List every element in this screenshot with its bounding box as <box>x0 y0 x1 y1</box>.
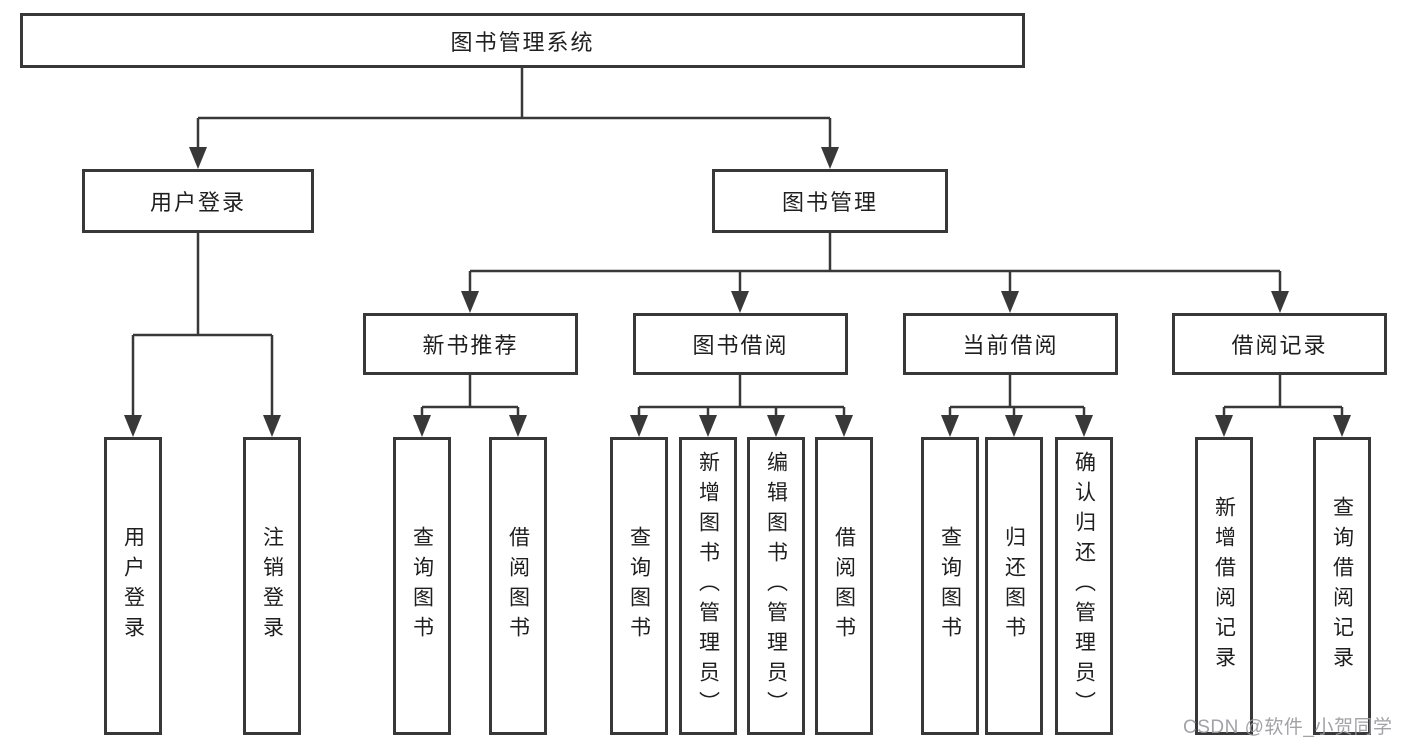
node-book-borrow-label: 图书借阅 <box>692 333 789 358</box>
leaf-bb-borrow-books: 借阅图书 <box>815 437 873 735</box>
leaf-br-query-record-label: 查询借阅记录 <box>1330 496 1354 676</box>
node-new-book-rec-label: 新书推荐 <box>422 333 519 358</box>
leaf-bb-edit-books: 编辑图书（管理员） <box>747 437 805 735</box>
leaf-logout-label: 注销登录 <box>260 526 284 646</box>
leaf-bb-query-books: 查询图书 <box>610 437 668 735</box>
csdn-watermark: CSDN @软件_小贺同学 <box>1183 717 1393 738</box>
node-current-borrow: 当前借阅 <box>903 313 1118 375</box>
leaf-br-query-record: 查询借阅记录 <box>1313 437 1371 735</box>
node-root: 图书管理系统 <box>20 13 1025 68</box>
leaf-user-login: 用户登录 <box>104 437 162 735</box>
leaf-cb-query-books: 查询图书 <box>921 437 979 735</box>
node-borrow-records-label: 借阅记录 <box>1231 333 1328 358</box>
leaf-nbr-query-books-label: 查询图书 <box>410 526 434 646</box>
node-root-label: 图书管理系统 <box>450 29 595 55</box>
node-current-borrow-label: 当前借阅 <box>962 333 1059 358</box>
node-book-mgmt: 图书管理 <box>712 169 948 233</box>
node-user-login-label: 用户登录 <box>149 190 246 215</box>
arrowheads <box>124 147 1351 437</box>
leaf-cb-return-books: 归还图书 <box>985 437 1043 735</box>
leaf-logout: 注销登录 <box>243 437 301 735</box>
node-borrow-records: 借阅记录 <box>1172 313 1387 375</box>
leaf-br-add-record: 新增借阅记录 <box>1195 437 1253 735</box>
node-book-mgmt-label: 图书管理 <box>781 190 878 215</box>
leaf-bb-query-books-label: 查询图书 <box>627 526 651 646</box>
node-book-borrow: 图书借阅 <box>633 313 848 375</box>
leaf-user-login-label: 用户登录 <box>121 526 145 646</box>
leaf-cb-query-books-label: 查询图书 <box>938 526 962 646</box>
leaf-bb-add-books: 新增图书（管理员） <box>679 437 737 735</box>
leaf-nbr-query-books: 查询图书 <box>393 437 451 735</box>
leaf-bb-edit-books-label: 编辑图书（管理员） <box>764 451 788 721</box>
leaf-cb-confirm-return: 确认归还（管理员） <box>1055 437 1113 735</box>
leaf-bb-add-books-label: 新增图书（管理员） <box>696 451 720 721</box>
leaf-cb-return-books-label: 归还图书 <box>1002 526 1026 646</box>
leaf-bb-borrow-books-label: 借阅图书 <box>832 526 856 646</box>
leaf-nbr-borrow-books-label: 借阅图书 <box>506 526 530 646</box>
node-user-login: 用户登录 <box>82 169 314 233</box>
leaf-nbr-borrow-books: 借阅图书 <box>489 437 547 735</box>
leaf-cb-confirm-return-label: 确认归还（管理员） <box>1072 451 1096 721</box>
leaf-br-add-record-label: 新增借阅记录 <box>1212 496 1236 676</box>
node-new-book-rec: 新书推荐 <box>363 313 578 375</box>
